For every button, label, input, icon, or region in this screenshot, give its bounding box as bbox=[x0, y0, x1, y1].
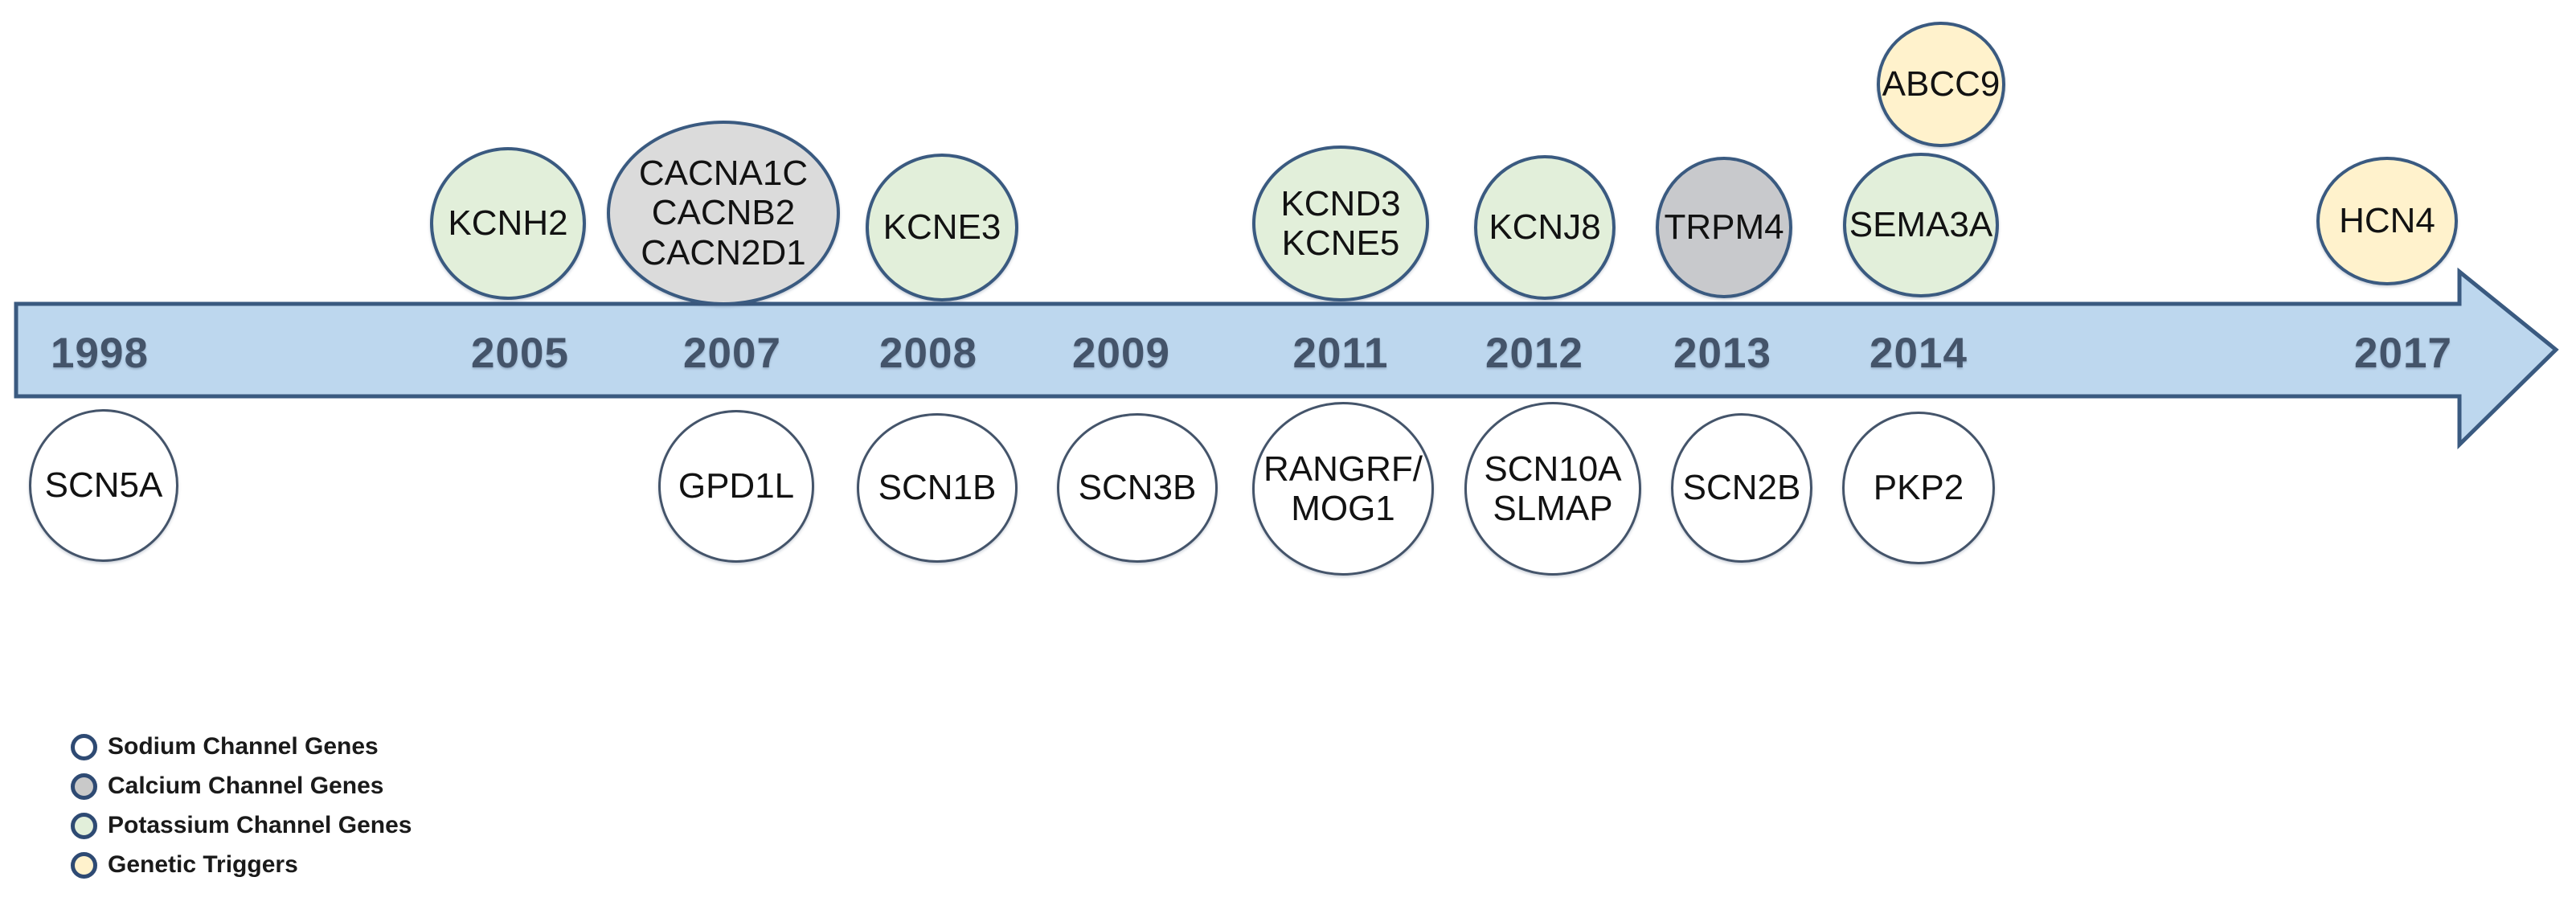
legend-item-genetic-triggers: Genetic Triggers bbox=[71, 851, 412, 879]
gene-bubble-label: CACNA1C CACNB2 CACN2D1 bbox=[638, 154, 809, 273]
gene-bubble-label: SCN10A SLMAP bbox=[1484, 449, 1622, 528]
year-2005: 2005 bbox=[471, 330, 569, 377]
sodium-swatch-icon bbox=[71, 733, 97, 760]
gene-bubble-abcc9: ABCC9 bbox=[1877, 22, 2005, 147]
timeline-arrow-shape bbox=[14, 267, 2559, 449]
gene-bubble-label: KCNE3 bbox=[883, 207, 1001, 248]
gene-bubble-label: SCN5A bbox=[44, 465, 163, 506]
legend-item-sodium: Sodium Channel Genes bbox=[71, 733, 412, 760]
gene-bubble-gpd1l: GPD1L bbox=[658, 410, 814, 563]
gene-bubble-label: HCN4 bbox=[2339, 201, 2435, 241]
gene-bubble-scn5a: SCN5A bbox=[29, 409, 178, 562]
gene-bubble-pkp2: PKP2 bbox=[1842, 412, 1995, 564]
legend-label: Sodium Channel Genes bbox=[108, 733, 379, 760]
year-2013: 2013 bbox=[1673, 330, 1771, 377]
gene-bubble-label: RANGRF/ MOG1 bbox=[1263, 449, 1423, 528]
genetic-triggers-swatch-icon bbox=[71, 851, 97, 879]
gene-bubble-kcnd3-kcne5: KCND3 KCNE5 bbox=[1252, 145, 1429, 301]
year-2017: 2017 bbox=[2354, 330, 2452, 377]
gene-bubble-rangrf-mog1: RANGRF/ MOG1 bbox=[1252, 402, 1434, 576]
gene-bubble-sema3a: SEMA3A bbox=[1843, 153, 1999, 297]
gene-bubble-label: KCND3 KCNE5 bbox=[1280, 183, 1401, 263]
gene-bubble-label: ABCC9 bbox=[1882, 64, 2001, 105]
gene-bubble-cacna1c-cacnb2-cacn2d1: CACNA1C CACNB2 CACN2D1 bbox=[607, 121, 840, 305]
gene-bubble-label: SCN2B bbox=[1682, 468, 1801, 508]
gene-bubble-hcn4: HCN4 bbox=[2316, 157, 2458, 285]
gene-bubble-scn10a-slmap: SCN10A SLMAP bbox=[1464, 402, 1641, 576]
year-2008: 2008 bbox=[879, 330, 977, 377]
gene-bubble-kcnj8: KCNJ8 bbox=[1474, 155, 1616, 300]
gene-bubble-label: TRPM4 bbox=[1664, 207, 1784, 248]
legend-item-calcium: Calcium Channel Genes bbox=[71, 773, 412, 800]
gene-bubble-label: PKP2 bbox=[1873, 468, 1964, 508]
gene-bubble-scn3b: SCN3B bbox=[1057, 413, 1218, 563]
gene-bubble-scn2b: SCN2B bbox=[1671, 413, 1812, 563]
calcium-swatch-icon bbox=[71, 773, 97, 800]
gene-bubble-label: SEMA3A bbox=[1849, 205, 1993, 245]
year-2012: 2012 bbox=[1485, 330, 1583, 377]
year-1998: 1998 bbox=[51, 330, 149, 377]
legend-label: Potassium Channel Genes bbox=[108, 812, 412, 838]
gene-bubble-trpm4: TRPM4 bbox=[1656, 157, 1792, 298]
gene-bubble-scn1b: SCN1B bbox=[857, 413, 1018, 563]
gene-bubble-kcnh2: KCNH2 bbox=[430, 147, 586, 300]
gene-bubble-label: KCNH2 bbox=[448, 203, 568, 244]
year-2009: 2009 bbox=[1072, 330, 1170, 377]
year-2007: 2007 bbox=[683, 330, 781, 377]
gene-bubble-kcne3: KCNE3 bbox=[866, 154, 1018, 301]
gene-bubble-label: SCN1B bbox=[878, 468, 997, 508]
legend-label: Genetic Triggers bbox=[108, 851, 298, 878]
gene-bubble-label: SCN3B bbox=[1078, 468, 1197, 508]
legend: Sodium Channel Genes Calcium Channel Gen… bbox=[71, 733, 412, 891]
gene-bubble-label: KCNJ8 bbox=[1489, 207, 1601, 248]
year-2014: 2014 bbox=[1870, 330, 1968, 377]
gene-bubble-label: GPD1L bbox=[678, 466, 795, 506]
potassium-swatch-icon bbox=[71, 812, 97, 839]
legend-item-potassium: Potassium Channel Genes bbox=[71, 812, 412, 839]
legend-label: Calcium Channel Genes bbox=[108, 773, 384, 799]
year-2011: 2011 bbox=[1292, 330, 1389, 377]
